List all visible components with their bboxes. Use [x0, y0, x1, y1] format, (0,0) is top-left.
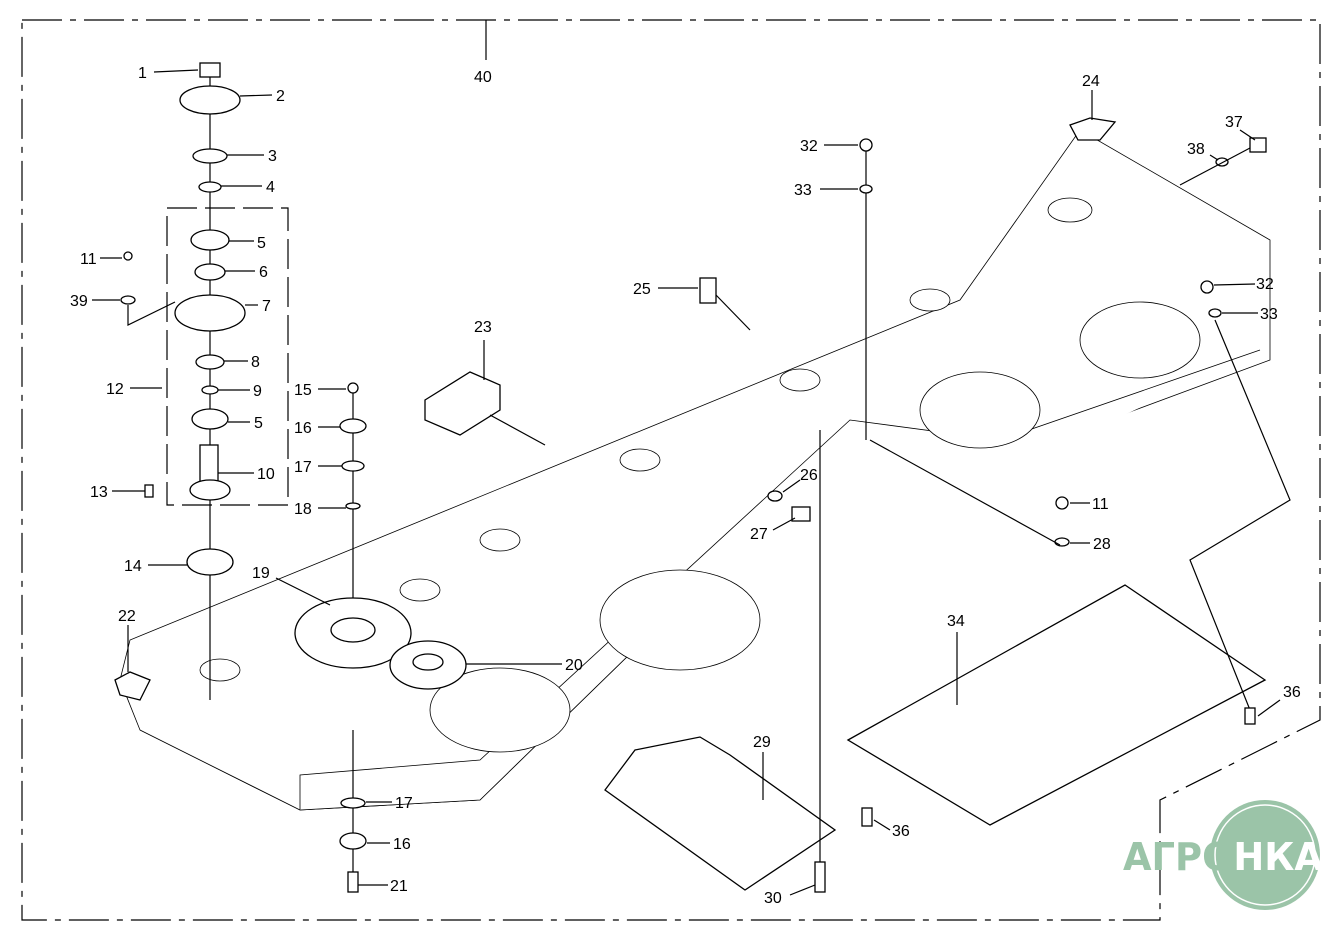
callout-8: 8: [251, 354, 260, 371]
callout-33: 33: [1260, 306, 1278, 323]
callout-12: 12: [106, 381, 124, 398]
callout-36: 36: [1283, 684, 1301, 701]
callout-20: 20: [565, 657, 583, 674]
skid-plate-29: [604, 736, 837, 891]
callout-39: 39: [70, 293, 88, 310]
callout-24: 24: [1082, 73, 1100, 90]
callout-16: 16: [294, 420, 312, 437]
callout-32: 32: [1256, 276, 1274, 293]
callout-17: 17: [294, 459, 312, 476]
callout-26: 26: [800, 467, 818, 484]
callout-22: 22: [118, 608, 136, 625]
callout-11: 11: [80, 251, 97, 268]
callout-18: 18: [294, 501, 312, 518]
end-shoe-22: [114, 671, 151, 701]
callout-21: 21: [390, 878, 408, 895]
callout-3: 3: [268, 148, 277, 165]
callout-6: 6: [259, 264, 268, 281]
callout-9: 9: [253, 383, 262, 400]
callout-33: 33: [794, 182, 812, 199]
leader-lines: [92, 69, 1281, 896]
callout-37: 37: [1225, 114, 1243, 131]
logo-text: АГРОНКА: [1123, 835, 1324, 879]
callout-40: 40: [474, 69, 492, 86]
callout-13: 13: [90, 484, 108, 501]
callout-38: 38: [1187, 141, 1205, 158]
callout-4: 4: [266, 179, 275, 196]
callout-2: 2: [276, 88, 285, 105]
callout-labels: 1 2 3 4 5 6 7 11 39 8 12 9 5 15 16 17 10…: [70, 65, 1301, 907]
callout-15: 15: [294, 382, 312, 399]
callout-7: 7: [262, 298, 271, 315]
callout-29: 29: [753, 734, 771, 751]
assembly-boundary: [21, 19, 1321, 921]
idler-stack: [294, 382, 467, 893]
callout-34: 34: [947, 613, 965, 630]
callout-5: 5: [257, 235, 266, 252]
callout-28: 28: [1093, 536, 1111, 553]
callout-36: 36: [892, 823, 910, 840]
callout-5: 5: [254, 415, 263, 432]
callout-27: 27: [750, 526, 768, 543]
drive-stack: [120, 62, 289, 700]
callout-1: 1: [138, 65, 147, 82]
fasteners-right: [699, 137, 1291, 893]
end-shoe-24: [1069, 117, 1117, 141]
callout-32: 32: [800, 138, 818, 155]
callout-11: 11: [1092, 496, 1109, 513]
callout-14: 14: [124, 558, 142, 575]
callout-17: 17: [395, 795, 413, 812]
callout-10: 10: [257, 466, 275, 483]
callout-16: 16: [393, 836, 411, 853]
skid-plate-34: [846, 584, 1267, 826]
guard-23: [424, 371, 501, 436]
callout-19: 19: [252, 565, 270, 582]
callout-25: 25: [633, 281, 651, 298]
brand-logo: АГРОНКА: [1123, 800, 1324, 910]
callout-23: 23: [474, 319, 492, 336]
callout-30: 30: [764, 890, 782, 907]
